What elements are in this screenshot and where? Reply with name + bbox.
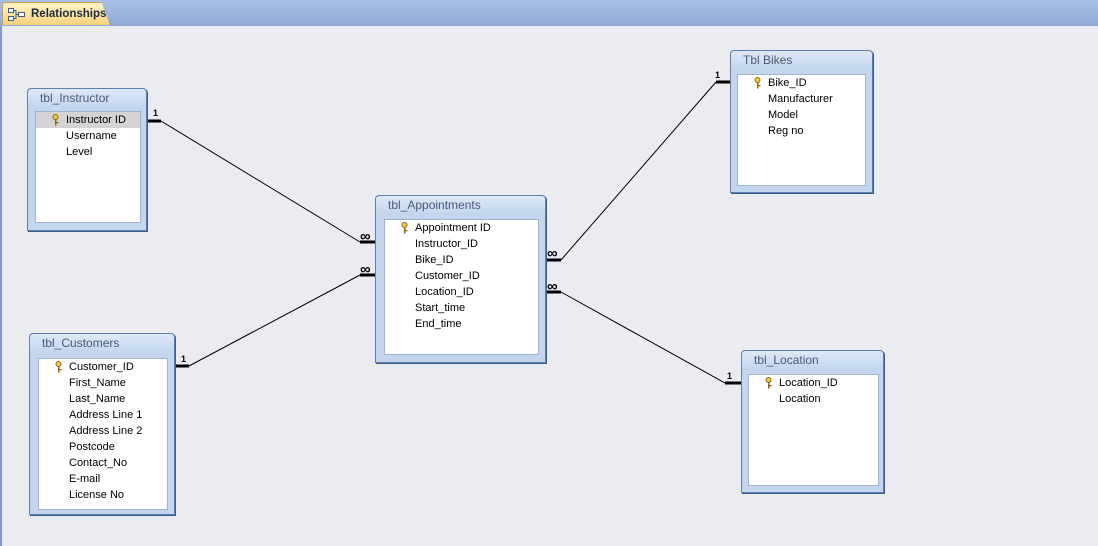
field-label: Manufacturer (768, 93, 833, 105)
table-title[interactable]: tbl_Instructor (28, 89, 146, 107)
field-location-id[interactable]: Location_ID (385, 284, 538, 300)
field-label: Appointment ID (415, 222, 491, 234)
field-model[interactable]: Model (738, 107, 865, 123)
field-postcode[interactable]: Postcode (39, 439, 167, 455)
field-label: Address Line 2 (69, 425, 143, 437)
primary-key-icon (765, 377, 772, 389)
primary-key-icon (55, 361, 62, 373)
field-instructor-id[interactable]: Instructor_ID (385, 236, 538, 252)
table-bikes[interactable]: Tbl Bikes Bike_ID Manufacturer Model Reg… (730, 50, 873, 193)
field-email[interactable]: E-mail (39, 471, 167, 487)
field-license-no[interactable]: License No (39, 487, 167, 503)
field-reg-no[interactable]: Reg no (738, 123, 865, 139)
field-label: Last_Name (69, 393, 126, 405)
field-address-line-1[interactable]: Address Line 1 (39, 407, 167, 423)
field-list[interactable]: Appointment ID Instructor_ID Bike_ID Cus… (384, 219, 539, 355)
field-label: Location_ID (779, 377, 838, 389)
field-contact-no[interactable]: Contact_No (39, 455, 167, 471)
tab-label: Relationships (31, 8, 107, 20)
field-label: Customer_ID (415, 270, 480, 282)
table-title[interactable]: tbl_Appointments (376, 196, 545, 214)
field-label: E-mail (69, 473, 101, 485)
field-label: Model (768, 109, 798, 121)
field-bike-id[interactable]: Bike_ID (738, 75, 865, 91)
field-label: Location_ID (415, 286, 474, 298)
field-list[interactable]: Customer_ID First_Name Last_Name Address… (38, 358, 168, 510)
field-start-time[interactable]: Start_time (385, 300, 538, 316)
primary-key-icon (52, 114, 59, 126)
field-label: Address Line 1 (69, 409, 143, 421)
relationships-icon (8, 7, 25, 21)
table-title[interactable]: Tbl Bikes (731, 51, 872, 69)
field-label: Customer_ID (69, 361, 134, 373)
field-location[interactable]: Location (749, 391, 878, 407)
field-first-name[interactable]: First_Name (39, 375, 167, 391)
table-title[interactable]: tbl_Location (742, 351, 883, 369)
field-label: Reg no (768, 125, 804, 137)
field-location-id[interactable]: Location_ID (749, 375, 878, 391)
table-title[interactable]: tbl_Customers (30, 334, 174, 352)
field-label: Level (66, 146, 93, 158)
document-tab-bar: Relationships (0, 0, 1098, 27)
field-level[interactable]: Level (36, 144, 140, 160)
field-list[interactable]: Location_ID Location (748, 374, 879, 486)
field-end-time[interactable]: End_time (385, 316, 538, 332)
field-label: Bike_ID (415, 254, 454, 266)
field-bike-id[interactable]: Bike_ID (385, 252, 538, 268)
tab-relationships[interactable]: Relationships (2, 2, 110, 25)
field-label: Start_time (415, 302, 466, 314)
field-username[interactable]: Username (36, 128, 140, 144)
field-customer-id[interactable]: Customer_ID (385, 268, 538, 284)
field-address-line-2[interactable]: Address Line 2 (39, 423, 167, 439)
table-customers[interactable]: tbl_Customers Customer_ID First_Name Las… (29, 333, 175, 515)
field-label: End_time (415, 318, 462, 330)
field-label: Instructor ID (66, 114, 126, 126)
field-label: Username (66, 130, 117, 142)
field-label: Instructor_ID (415, 238, 478, 250)
primary-key-icon (754, 77, 761, 89)
field-customer-id[interactable]: Customer_ID (39, 359, 167, 375)
field-label: License No (69, 489, 125, 501)
field-label: First_Name (69, 377, 126, 389)
primary-key-icon (401, 222, 408, 234)
field-list[interactable]: Instructor ID Username Level (35, 111, 141, 223)
table-location[interactable]: tbl_Location Location_ID Location (741, 350, 884, 493)
field-instructor-id[interactable]: Instructor ID (36, 112, 140, 128)
field-last-name[interactable]: Last_Name (39, 391, 167, 407)
field-label: Postcode (69, 441, 115, 453)
table-appointments[interactable]: tbl_Appointments Appointment ID Instruct… (375, 195, 546, 363)
table-instructor[interactable]: tbl_Instructor Instructor ID Username Le… (27, 88, 147, 231)
field-appointment-id[interactable]: Appointment ID (385, 220, 538, 236)
field-list[interactable]: Bike_ID Manufacturer Model Reg no (737, 74, 866, 186)
field-label: Bike_ID (768, 77, 807, 89)
field-label: Contact_No (69, 457, 128, 469)
relationships-canvas[interactable] (0, 26, 1098, 546)
field-label: Location (779, 393, 821, 405)
field-manufacturer[interactable]: Manufacturer (738, 91, 865, 107)
